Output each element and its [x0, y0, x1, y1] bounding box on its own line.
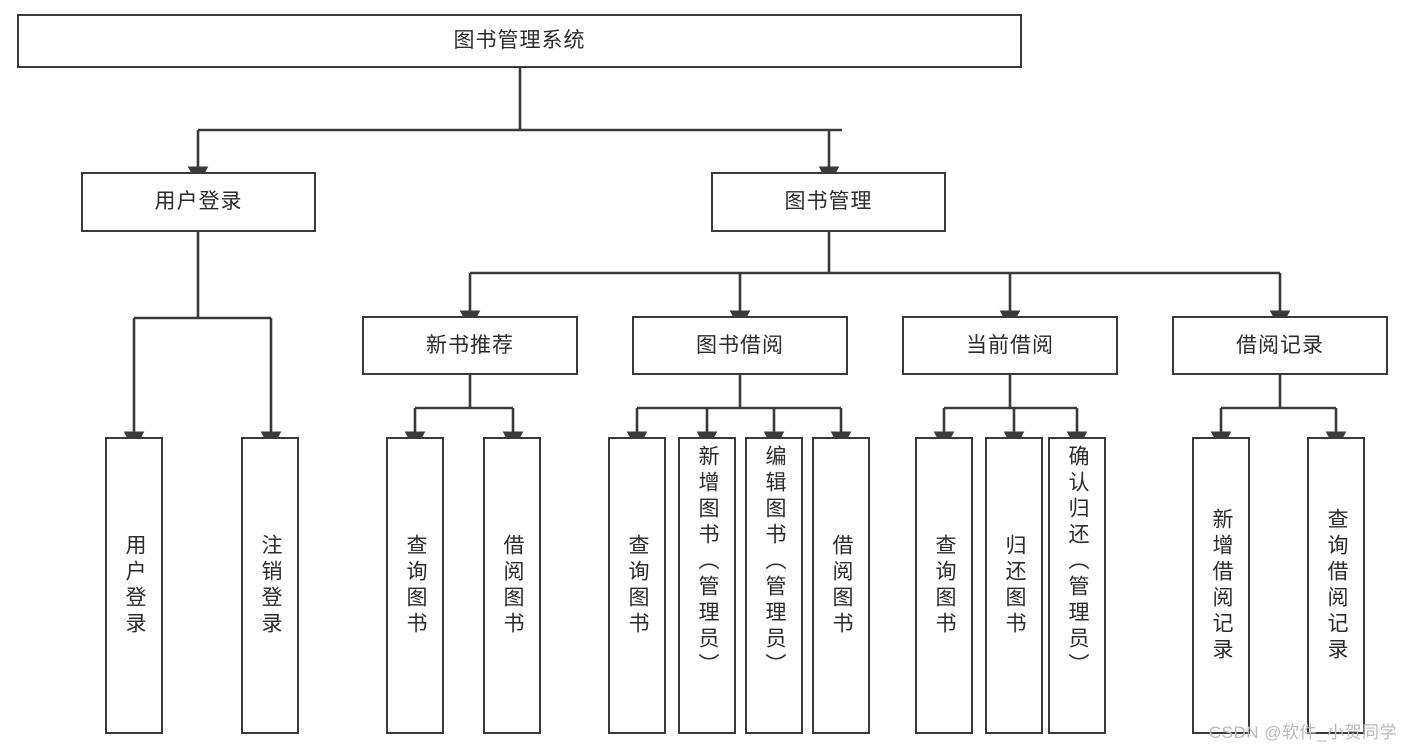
node-new-book-recommend[interactable]: 新书推荐	[362, 316, 578, 375]
leaf-current-borrow-return-book[interactable]: 归还图书	[985, 437, 1043, 734]
node-user-login[interactable]: 用户登录	[81, 172, 316, 232]
node-current-borrow[interactable]: 当前借阅	[902, 316, 1118, 375]
leaf-label: 归还图书	[1003, 533, 1027, 638]
leaf-label: 借阅图书	[830, 533, 854, 638]
node-current-borrow-label: 当前借阅	[966, 333, 1054, 357]
leaf-book-borrow-add-book-admin[interactable]: 新增图书（管理员）	[678, 437, 736, 734]
leaf-new-book-query-book[interactable]: 查询图书	[386, 437, 444, 734]
leaf-current-borrow-query-book[interactable]: 查询图书	[915, 437, 973, 734]
leaf-label: 查询借阅记录	[1325, 507, 1349, 664]
leaf-user-login-logout[interactable]: 注销登录	[241, 437, 299, 734]
node-root-book-management-system[interactable]: 图书管理系统	[17, 14, 1022, 68]
leaf-label: 查询图书	[404, 533, 428, 638]
leaf-label: 查询图书	[626, 533, 650, 638]
leaf-label: 借阅图书	[501, 533, 525, 638]
leaf-borrow-record-query-record[interactable]: 查询借阅记录	[1307, 437, 1365, 734]
leaf-label: 查询图书	[933, 533, 957, 638]
node-book-borrow-label: 图书借阅	[696, 333, 784, 357]
leaf-label: 用户登录	[123, 533, 147, 638]
node-book-management-label: 图书管理	[784, 190, 873, 214]
leaf-book-borrow-query-book[interactable]: 查询图书	[608, 437, 666, 734]
node-book-borrow[interactable]: 图书借阅	[632, 316, 848, 375]
node-root-label: 图书管理系统	[453, 29, 586, 53]
node-book-management[interactable]: 图书管理	[711, 172, 946, 232]
node-new-book-recommend-label: 新书推荐	[426, 333, 514, 357]
leaf-label: 注销登录	[259, 533, 283, 638]
node-borrow-record[interactable]: 借阅记录	[1172, 316, 1388, 375]
leaf-current-borrow-confirm-return-admin[interactable]: 确认归还（管理员）	[1048, 437, 1106, 734]
leaf-label: 编辑图书（管理员）	[763, 445, 787, 679]
node-user-login-label: 用户登录	[154, 190, 243, 214]
leaf-user-login-login[interactable]: 用户登录	[105, 437, 163, 734]
leaf-book-borrow-borrow-book[interactable]: 借阅图书	[812, 437, 870, 734]
leaf-label: 新增图书（管理员）	[696, 445, 720, 679]
leaf-new-book-borrow-book[interactable]: 借阅图书	[483, 437, 541, 734]
leaf-label: 确认归还（管理员）	[1066, 445, 1090, 679]
leaf-book-borrow-edit-book-admin[interactable]: 编辑图书（管理员）	[745, 437, 803, 734]
node-borrow-record-label: 借阅记录	[1236, 333, 1324, 357]
leaf-borrow-record-add-record[interactable]: 新增借阅记录	[1192, 437, 1250, 734]
leaf-label: 新增借阅记录	[1210, 507, 1234, 664]
